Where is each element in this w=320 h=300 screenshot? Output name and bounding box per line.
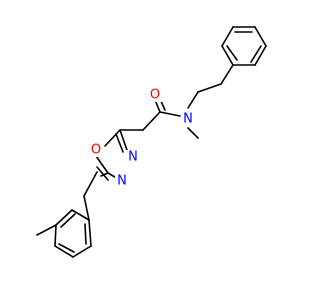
bond [115, 133, 124, 153]
nitrogen-ring-bottom-label: N [117, 174, 127, 189]
nitrogen-amide-label: N [183, 112, 193, 127]
molecule-structure: O N O N N [36, 26, 267, 258]
bond [159, 111, 181, 117]
label-background [126, 150, 140, 164]
bond [83, 195, 90, 221]
bond [54, 245, 74, 258]
label-background [115, 174, 129, 188]
bond [36, 224, 57, 236]
bond [254, 45, 267, 66]
bond [72, 245, 92, 258]
molecule-canvas: O N O N N [36, 26, 267, 258]
oxygen-ring-label: O [91, 143, 101, 158]
bond [254, 26, 267, 47]
bond [60, 213, 76, 228]
bond [88, 219, 92, 247]
bond [71, 209, 90, 221]
bond [96, 166, 109, 181]
oxygen-carbonyl-label: O [150, 88, 160, 103]
bond [83, 171, 98, 197]
bond [84, 223, 87, 245]
bond [250, 45, 262, 63]
bond [142, 111, 161, 131]
bond [104, 129, 121, 147]
bond [54, 224, 57, 247]
bond [187, 91, 199, 109]
bond [221, 45, 234, 66]
bond [55, 209, 73, 226]
label-background [181, 112, 195, 126]
bond [220, 64, 234, 85]
nitrogen-ring-top-label: N [128, 150, 138, 165]
label-background [148, 88, 162, 102]
label-background [89, 143, 103, 157]
bond [197, 83, 222, 93]
bond [119, 129, 129, 154]
bond [58, 243, 75, 253]
bond [187, 127, 199, 139]
bond-lines [36, 26, 267, 258]
bond [100, 172, 109, 177]
bond [95, 155, 109, 174]
atom-labels: O N O N N [89, 88, 195, 189]
bond [226, 45, 238, 61]
bond [221, 26, 234, 47]
